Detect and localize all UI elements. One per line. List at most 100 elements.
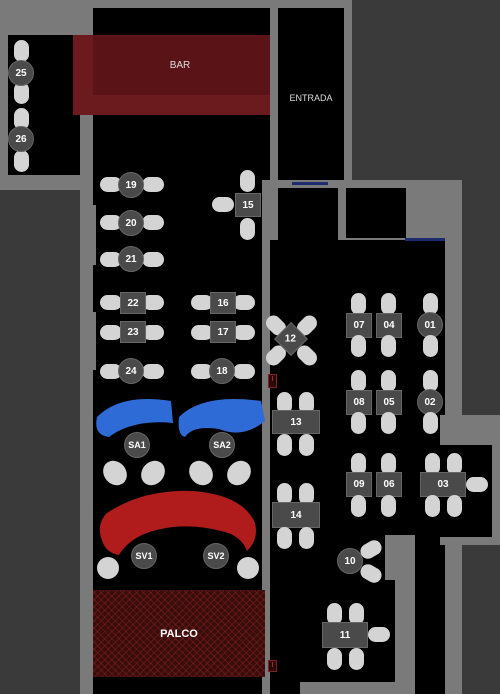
door-entrance[interactable] <box>292 182 328 185</box>
table-18[interactable]: 18 <box>209 358 235 384</box>
chair <box>349 603 364 625</box>
chair <box>97 557 119 579</box>
chair <box>14 40 29 62</box>
chair <box>189 460 213 486</box>
chair <box>425 495 440 517</box>
chair <box>142 177 164 192</box>
sofa-blue-right <box>178 399 265 437</box>
table-25[interactable]: 25 <box>8 60 34 86</box>
chair <box>351 495 366 517</box>
table-23[interactable]: 23 <box>120 321 146 343</box>
floor-lobby <box>278 188 338 248</box>
chair <box>381 293 396 315</box>
chair <box>142 295 164 310</box>
chair <box>100 325 122 340</box>
wall-strip-left-2 <box>93 312 96 370</box>
chair <box>423 293 438 315</box>
chair <box>142 325 164 340</box>
chair <box>233 325 255 340</box>
floor-entrance <box>278 8 344 190</box>
chair <box>191 364 213 379</box>
table-sv1[interactable]: SV1 <box>131 543 157 569</box>
chair <box>100 364 122 379</box>
chair <box>351 370 366 392</box>
table-04[interactable]: 04 <box>376 313 402 338</box>
chair <box>142 364 164 379</box>
chair <box>100 177 122 192</box>
chair <box>191 325 213 340</box>
chair <box>327 603 342 625</box>
table-24[interactable]: 24 <box>118 358 144 384</box>
chair <box>351 293 366 315</box>
chair <box>141 460 165 486</box>
chair <box>100 215 122 230</box>
sofa-blue-left <box>96 399 173 437</box>
chair <box>277 434 292 456</box>
chair <box>277 392 292 414</box>
table-13[interactable]: 13 <box>272 410 320 434</box>
chair <box>351 412 366 434</box>
chair <box>100 295 122 310</box>
chair <box>100 252 122 267</box>
chair <box>447 495 462 517</box>
chair <box>240 170 255 192</box>
table-09[interactable]: 09 <box>346 472 372 497</box>
table-sa2[interactable]: SA2 <box>209 432 235 458</box>
chair <box>327 648 342 670</box>
table-26[interactable]: 26 <box>8 126 34 152</box>
marker: I <box>268 660 277 672</box>
chair <box>299 483 314 505</box>
table-03[interactable]: 03 <box>420 472 466 497</box>
floor-right-upper <box>346 188 406 238</box>
chair <box>381 453 396 475</box>
table-19[interactable]: 19 <box>118 172 144 198</box>
table-11[interactable]: 11 <box>322 622 368 648</box>
door-right[interactable] <box>405 238 445 241</box>
chair <box>425 453 440 475</box>
chair <box>351 453 366 475</box>
chair <box>227 460 251 486</box>
chair <box>14 82 29 104</box>
chair <box>381 412 396 434</box>
table-22[interactable]: 22 <box>120 292 146 314</box>
chair <box>142 215 164 230</box>
chair <box>381 495 396 517</box>
chair <box>212 197 234 212</box>
table-01[interactable]: 01 <box>417 312 443 338</box>
table-sv2[interactable]: SV2 <box>203 543 229 569</box>
wall-strip-left <box>93 205 96 265</box>
chair <box>299 527 314 549</box>
chair <box>240 218 255 240</box>
chair <box>233 364 255 379</box>
palco-label: PALCO <box>160 628 198 640</box>
table-14[interactable]: 14 <box>272 502 320 528</box>
chair <box>233 295 255 310</box>
bar-label: BAR <box>169 60 191 71</box>
chair <box>299 392 314 414</box>
chair <box>277 527 292 549</box>
chair <box>103 460 127 486</box>
table-20[interactable]: 20 <box>118 210 144 236</box>
table-16[interactable]: 16 <box>210 292 236 314</box>
table-08[interactable]: 08 <box>346 390 372 415</box>
table-07[interactable]: 07 <box>346 313 372 338</box>
table-sa1[interactable]: SA1 <box>124 432 150 458</box>
table-05[interactable]: 05 <box>376 390 402 415</box>
chair <box>237 557 259 579</box>
chair <box>447 453 462 475</box>
chair <box>368 627 390 642</box>
table-21[interactable]: 21 <box>118 246 144 272</box>
chair <box>466 477 488 492</box>
sofa-area <box>96 399 265 579</box>
table-10[interactable]: 10 <box>337 548 363 574</box>
chair <box>14 108 29 130</box>
chair <box>423 412 438 434</box>
table-15[interactable]: 15 <box>235 193 261 217</box>
floor-bottom-gap <box>270 670 300 694</box>
floor-main-left <box>93 8 270 694</box>
table-17[interactable]: 17 <box>210 321 236 343</box>
chair <box>299 434 314 456</box>
chair <box>381 370 396 392</box>
chair <box>142 252 164 267</box>
table-06[interactable]: 06 <box>376 472 402 497</box>
